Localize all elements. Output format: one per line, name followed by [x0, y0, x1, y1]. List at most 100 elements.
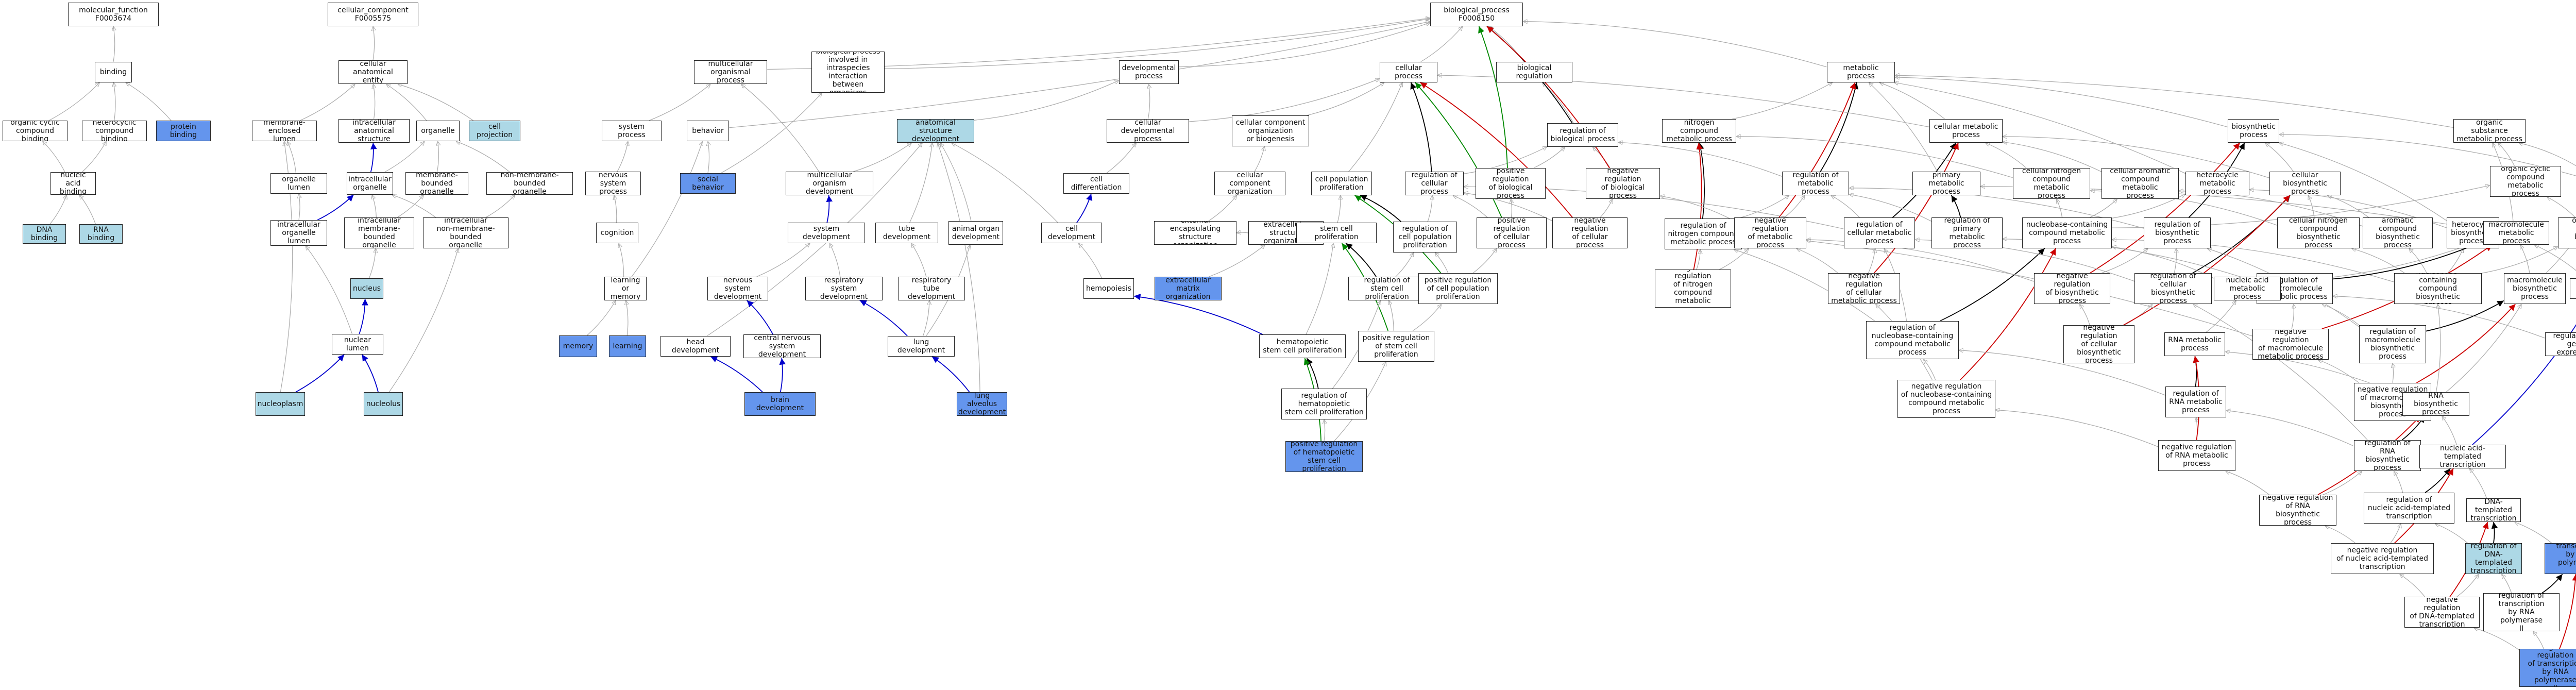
node-label: regulation of RNA metabolic process [2169, 390, 2223, 414]
edge-is-a [2327, 195, 2369, 218]
graph-node-cae: cellular anatomical entity [338, 60, 408, 84]
edge-is-a [2515, 522, 2552, 544]
edge-is-a [299, 194, 300, 221]
edge-is-a [586, 300, 616, 336]
edge-neg [2123, 195, 2291, 326]
graph-node-rnamp: RNA metabolic process [2164, 332, 2225, 356]
graph-node-mf: molecular_function F0003674 [68, 3, 159, 26]
graph-node-reghscp: regulation of hematopoietic stem cell pr… [1281, 389, 1367, 419]
edge-is-a [1868, 248, 1875, 274]
graph-node-bioreg: biological regulation [1496, 62, 1572, 82]
node-label: cellular process [1395, 64, 1422, 80]
node-label: respiratory system development [820, 277, 868, 300]
graph-node-negregnatt: negative regulation of nucleic acid-temp… [2331, 543, 2434, 574]
edge-is-a [2469, 468, 2487, 499]
edge-part-of [359, 298, 368, 334]
graph-node-regnatt: regulation of nucleic acid-templated tra… [2364, 493, 2454, 524]
graph-node-aod: animal organ development [948, 221, 1003, 245]
node-label: DNA-templated transcription [2470, 498, 2517, 522]
edge-is-a [1600, 199, 1613, 218]
edge-regulates [1951, 195, 1961, 218]
graph-node-nucleus: nucleus [350, 278, 383, 299]
edge-neg [2416, 304, 2516, 383]
graph-node-nbccbp: nucleobase-containing compound biosynthe… [2394, 273, 2482, 304]
edge-is-a [1784, 195, 1805, 218]
node-label: regulation of transcription by RNA polym… [2498, 593, 2545, 631]
graph-node-hscp: hematopoietic stem cell proliferation [1259, 334, 1346, 358]
edge-is-a [829, 243, 841, 277]
edge-is-a [1148, 84, 1149, 120]
graph-node-nabind: nucleic acid binding [50, 172, 96, 195]
graph-node-imbo: intracellular membrane-bounded organelle [344, 217, 414, 248]
edge-is-a [456, 141, 510, 173]
node-label: animal organ development [952, 225, 1000, 241]
edge-is-a [1618, 142, 1783, 177]
graph-node-acbp: aromatic compound biosynthetic process [2363, 217, 2433, 248]
graph-node-nucleolus: nucleolus [364, 392, 403, 416]
node-label: brain development [756, 396, 804, 412]
edge-is-a [113, 26, 115, 62]
edge-is-a [2351, 248, 2405, 274]
edge-is-a [619, 243, 624, 277]
edge-is-a [911, 243, 927, 277]
node-label: nucleobase-containing compound metabolic… [2026, 221, 2108, 245]
node-label: system development [802, 225, 851, 241]
edge-regulates [1820, 82, 1859, 172]
edge-regulates [2491, 521, 2498, 544]
node-label: intracellular anatomical structure [352, 119, 396, 143]
node-label: organelle [421, 127, 455, 135]
node-label: social behavior [692, 175, 724, 192]
edge-is-a [728, 22, 1430, 128]
node-label: cell projection [477, 123, 513, 139]
graph-node-negregdnatt: negative regulation of DNA-templated tra… [2404, 597, 2480, 628]
node-label: anatomical structure development [911, 119, 960, 143]
node-label: metabolic process [1843, 64, 1879, 80]
node-label: cellular component organization or bioge… [1235, 119, 1306, 143]
graph-node-celldevproc: cellular developmental process [1107, 119, 1189, 143]
node-label: negative regulation of nitrogen compound… [1673, 270, 1713, 307]
edge-is-a [49, 195, 67, 225]
graph-node-posregscp: positive regulation of stem cell prolife… [1358, 331, 1434, 362]
edge-is-a [853, 143, 911, 172]
edge-is-a [649, 84, 711, 121]
edge-is-a [126, 82, 172, 121]
graph-node-regcp: regulation of cellular process [1405, 172, 1464, 195]
node-label: cell development [1047, 225, 1096, 241]
edge-regulates [2332, 241, 2484, 280]
graph-node-trpol2: transcription by RNA polymerase II [2545, 543, 2576, 574]
node-label: hemopoiesis [1086, 284, 1132, 293]
graph-node-socbeh: social behavior [680, 173, 736, 194]
node-label: regulation of metabolic process [1792, 172, 1839, 195]
graph-node-mbo: membrane-bounded organelle [405, 172, 468, 195]
edge-is-a [1420, 26, 1463, 62]
graph-node-mod: multicellular organism development [786, 172, 873, 195]
edge-part-of [2472, 324, 2576, 445]
node-label: biological process involved in intraspec… [816, 52, 880, 93]
graph-node-asd: anatomical structure development [897, 119, 974, 143]
graph-node-negregncmp: negative regulation of nitrogen compound… [1655, 270, 1731, 308]
edge-is-a [2446, 304, 2522, 393]
graph-node-orgsubmp: organic substance metabolic process [2453, 119, 2526, 143]
node-label: regulation of RNA biosynthetic process [2364, 440, 2411, 471]
node-label: nucleic acid metabolic process [2226, 277, 2269, 300]
edge-is-a [485, 195, 515, 218]
node-label: regulation of nucleobase-containing comp… [1871, 324, 1954, 357]
graph-node-macromp: macromolecule metabolic process [2483, 221, 2549, 245]
graph-node-negregmp: negative regulation of metabolic process [1734, 217, 1806, 248]
edge-is-a [1923, 359, 1936, 380]
graph-node-rnabp: RNA biosynthetic process [2402, 392, 2469, 416]
edge-is-a [2473, 628, 2520, 651]
edge-is-a [2390, 524, 2401, 544]
graph-node-tubedev: tube development [875, 223, 938, 243]
graph-node-learning: learning [609, 335, 646, 357]
node-label: regulation of hematopoietic stem cell pr… [1284, 392, 1364, 416]
node-label: negative regulation of metabolic process [1748, 217, 1793, 248]
node-label: negative regulation of macromolecule met… [2258, 329, 2324, 360]
graph-node-rtd: respiratory tube development [898, 277, 965, 300]
node-label: macromolecule biosynthetic process [2507, 276, 2563, 301]
edge-is-a [1895, 75, 2454, 128]
graph-node-orgcyc: organic cyclic compound binding [3, 121, 67, 141]
node-label: macromolecule metabolic process [2488, 221, 2544, 245]
node-label: regulation of cellular metabolic process [1847, 221, 1912, 245]
node-label: regulation of primary metabolic process [1944, 217, 1990, 248]
